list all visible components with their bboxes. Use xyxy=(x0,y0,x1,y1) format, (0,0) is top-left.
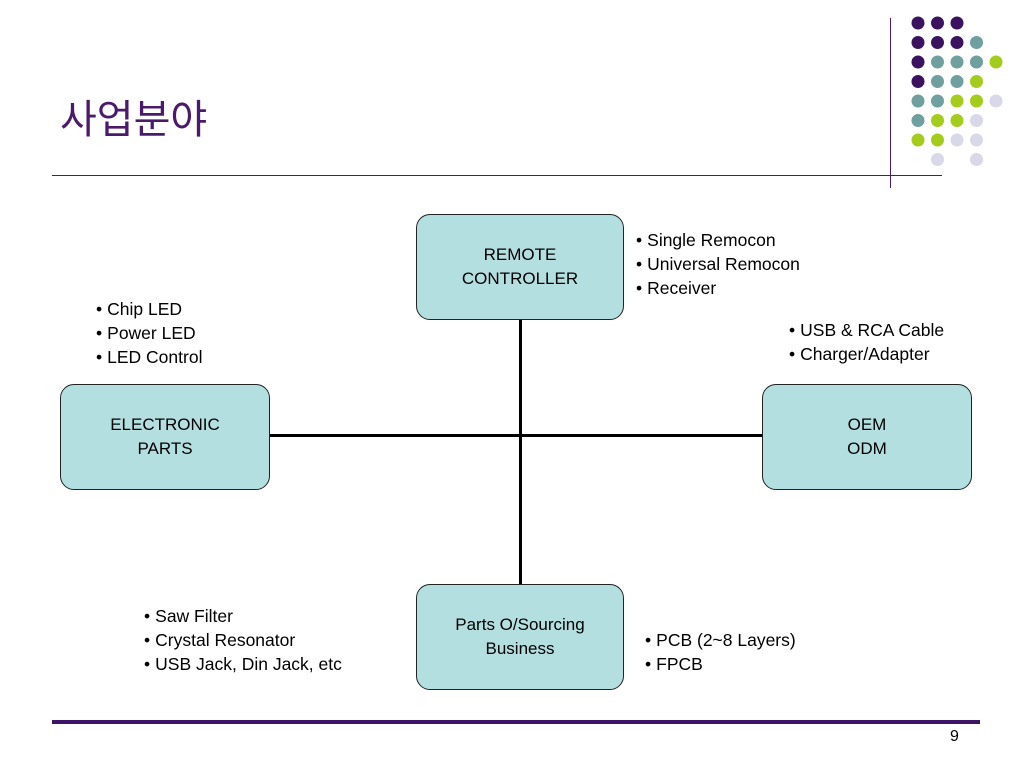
footer-rule xyxy=(52,720,980,724)
decorative-dot xyxy=(911,133,925,147)
list-item: USB & RCA Cable xyxy=(789,318,944,342)
slide-title: 사업분야 xyxy=(60,97,208,143)
list-item: Receiver xyxy=(636,276,800,300)
title-underline xyxy=(52,175,942,176)
list-item: FPCB xyxy=(645,652,796,676)
node-label-line1: Parts O/Sourcing xyxy=(455,615,585,634)
decorative-dot xyxy=(970,153,983,166)
decorative-dot xyxy=(911,16,925,30)
decorative-dot xyxy=(931,16,944,30)
list-item: Saw Filter xyxy=(144,604,342,628)
connector-horizontal xyxy=(270,434,764,437)
decorative-dot xyxy=(931,36,944,49)
decorative-dot xyxy=(970,133,983,147)
node-label-line2: PARTS xyxy=(137,439,193,458)
decorative-dot xyxy=(931,133,944,147)
decorative-dot xyxy=(970,55,983,69)
connector-vertical xyxy=(519,318,522,586)
oem-bullet-list: USB & RCA Cable Charger/Adapter xyxy=(789,318,944,366)
decorative-dot xyxy=(911,94,925,108)
decorative-dot xyxy=(950,114,964,127)
decorative-dot xyxy=(950,55,964,69)
decorative-dot xyxy=(931,55,944,69)
node-oem-odm: OEM ODM xyxy=(762,384,972,490)
decorative-dot xyxy=(950,94,964,108)
remote-bullet-list: Single Remocon Universal Remocon Receive… xyxy=(636,228,800,300)
sourcing-left-bullet-list: Saw Filter Crystal Resonator USB Jack, D… xyxy=(144,604,342,676)
node-parts-sourcing: Parts O/Sourcing Business xyxy=(416,584,624,690)
list-item: Crystal Resonator xyxy=(144,628,342,652)
node-remote-controller: REMOTE CONTROLLER xyxy=(416,214,624,320)
node-label-line1: OEM xyxy=(847,415,887,434)
decorative-dot xyxy=(950,133,964,147)
decorative-dot xyxy=(950,75,964,88)
decorative-dot xyxy=(911,36,925,49)
list-item: Charger/Adapter xyxy=(789,342,944,366)
node-label-line2: ODM xyxy=(847,439,887,458)
decorative-dot xyxy=(911,75,925,88)
decorative-dot xyxy=(970,114,983,127)
header-vertical-rule xyxy=(890,18,891,188)
list-item: PCB (2~8 Layers) xyxy=(645,628,796,652)
list-item: USB Jack, Din Jack, etc xyxy=(144,652,342,676)
list-item: LED Control xyxy=(96,345,202,369)
decorative-dot xyxy=(970,36,983,49)
node-label-line1: REMOTE xyxy=(483,245,557,264)
node-label-line2: CONTROLLER xyxy=(461,269,579,288)
decorative-dot xyxy=(989,55,1003,69)
decorative-dot xyxy=(950,16,964,30)
decorative-dot xyxy=(931,114,944,127)
electronic-bullet-list: Chip LED Power LED LED Control xyxy=(96,297,202,369)
decorative-dot xyxy=(931,75,944,88)
page-number: 9 xyxy=(950,728,959,745)
decorative-dot xyxy=(911,55,925,69)
decorative-dot xyxy=(970,75,983,88)
node-label-line2: Business xyxy=(485,639,555,658)
node-electronic-parts: ELECTRONIC PARTS xyxy=(60,384,270,490)
list-item: Power LED xyxy=(96,321,202,345)
decorative-dot xyxy=(950,36,964,49)
decorative-dot xyxy=(970,94,983,108)
sourcing-right-bullet-list: PCB (2~8 Layers) FPCB xyxy=(645,628,796,676)
decorative-dot xyxy=(931,94,944,108)
list-item: Chip LED xyxy=(96,297,202,321)
list-item: Universal Remocon xyxy=(636,252,800,276)
decorative-dot xyxy=(931,153,944,166)
decorative-dot xyxy=(911,114,925,127)
decorative-dot xyxy=(989,94,1003,108)
list-item: Single Remocon xyxy=(636,228,800,252)
decorative-dot-grid xyxy=(911,16,1003,166)
node-label-line1: ELECTRONIC xyxy=(110,415,220,434)
